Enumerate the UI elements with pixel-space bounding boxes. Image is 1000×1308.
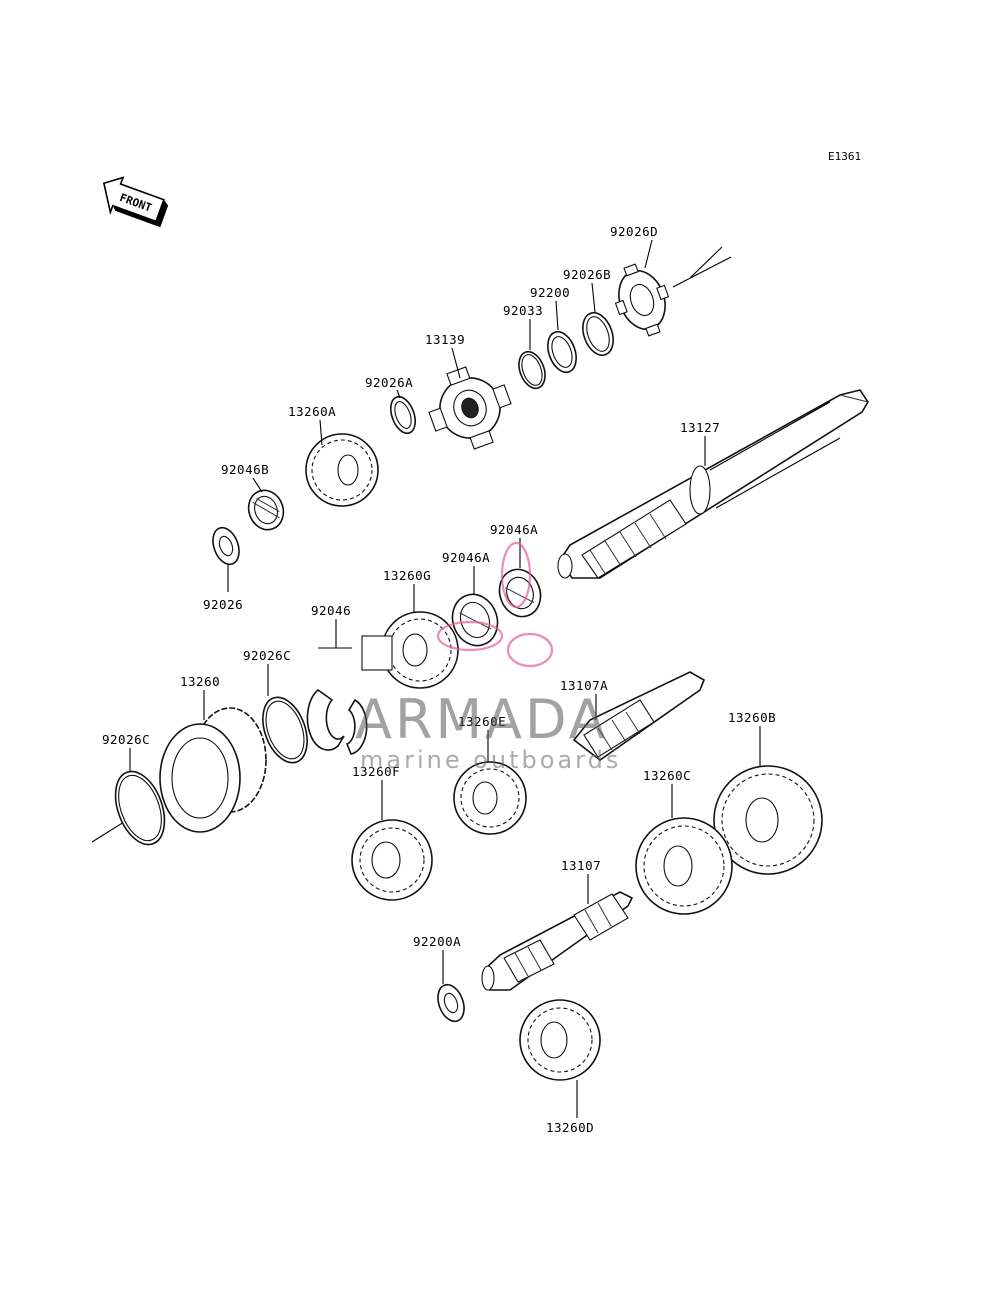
label-92026B: 92026B xyxy=(563,267,611,282)
part-92026-washer xyxy=(212,526,240,566)
part-92026A-ring xyxy=(389,395,417,435)
watermark: ARMADA marine outboards xyxy=(355,541,621,774)
part-92033-circlip xyxy=(518,350,546,390)
part-13107-shaft xyxy=(481,891,634,991)
label-92200: 92200 xyxy=(530,285,570,300)
label-13260: 13260 xyxy=(180,674,220,689)
label-92026C-2: 92026C xyxy=(102,732,150,747)
part-13260-drum-gear xyxy=(159,707,267,833)
label-92033: 92033 xyxy=(503,303,543,318)
part-92026B-ring xyxy=(582,311,614,357)
part-13260D-gear xyxy=(519,999,601,1081)
front-arrow-icon: FRONT xyxy=(102,176,169,228)
watermark-brand: ARMADA xyxy=(355,688,609,751)
part-92026D-washer xyxy=(614,263,670,337)
label-13260C: 13260C xyxy=(643,768,691,783)
watermark-tagline: marine outboards xyxy=(360,746,621,774)
label-13260G: 13260G xyxy=(383,568,431,583)
label-13139: 13139 xyxy=(425,332,465,347)
part-92200-washer xyxy=(547,330,577,374)
label-92046: 92046 xyxy=(311,603,351,618)
label-92026D: 92026D xyxy=(610,224,658,239)
label-13107: 13107 xyxy=(561,858,601,873)
part-92026C-ring-2 xyxy=(114,770,166,846)
label-13260E: 13260E xyxy=(458,714,506,729)
part-13260A-gear xyxy=(305,433,379,507)
label-13260B: 13260B xyxy=(728,710,776,725)
label-92026: 92026 xyxy=(203,597,243,612)
part-92046-bearing-halves xyxy=(306,688,368,755)
part-13260G-gear xyxy=(361,611,459,689)
leader-lines xyxy=(129,239,761,1118)
label-92046A-2: 92046A xyxy=(442,550,490,565)
label-13260A: 13260A xyxy=(288,404,336,419)
label-13107A: 13107A xyxy=(560,678,608,693)
label-92200A: 92200A xyxy=(413,934,461,949)
part-13260F-gear xyxy=(351,819,433,901)
part-92046A-bearing-2 xyxy=(451,593,499,647)
label-13260D: 13260D xyxy=(546,1120,594,1135)
part-92026C-ring-1 xyxy=(262,696,308,764)
label-92046B: 92046B xyxy=(221,462,269,477)
axis-line-top xyxy=(672,256,732,288)
label-13127: 13127 xyxy=(680,420,720,435)
part-13139-hub xyxy=(428,366,512,450)
part-13260E-gear xyxy=(453,761,527,835)
axis-arrow-top xyxy=(689,246,723,279)
armada-logo-icon xyxy=(436,541,554,668)
part-13260B-gear xyxy=(713,765,823,875)
label-92046A-1: 92046A xyxy=(490,522,538,537)
label-92026C-1: 92026C xyxy=(243,648,291,663)
reference-code: E1361 xyxy=(828,150,861,163)
label-92026A: 92026A xyxy=(365,375,413,390)
label-13260F: 13260F xyxy=(352,764,400,779)
part-13127-shaft xyxy=(557,389,869,579)
part-92046B-bearing xyxy=(247,489,285,531)
part-92200A-washer xyxy=(437,983,465,1023)
part-13107A-shaft xyxy=(572,671,706,761)
part-13260C-gear xyxy=(635,817,733,915)
